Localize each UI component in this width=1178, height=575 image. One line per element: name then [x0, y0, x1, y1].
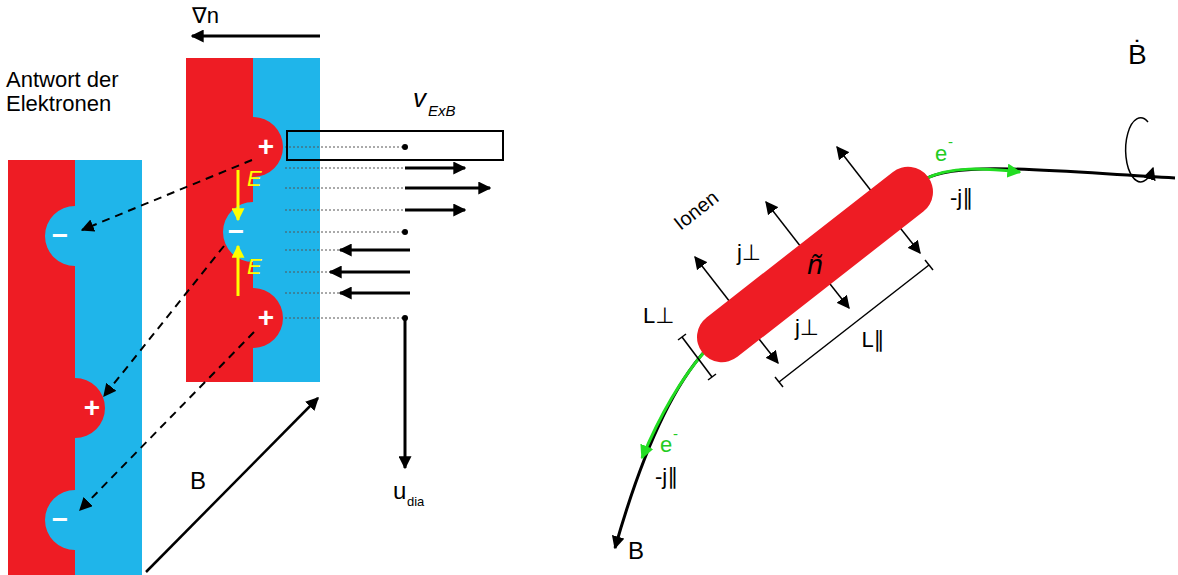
label-text: − [52, 221, 68, 252]
density-blob: ñ [687, 157, 943, 372]
diamagnetic-arrow [404, 318, 407, 468]
label-text: dia [407, 495, 424, 509]
label-text: E [247, 255, 262, 279]
label-text: -j∥ [655, 465, 678, 489]
red-region [186, 58, 283, 382]
field-arrow [237, 170, 240, 220]
gradient-arrow [192, 35, 320, 38]
frame-box [287, 131, 503, 160]
label-text: ExB [428, 103, 456, 120]
label-text: B [628, 538, 644, 564]
label-text: j⊥ [795, 316, 819, 340]
label-text: e [935, 142, 947, 166]
label-text: − [228, 217, 244, 248]
label-text: ∇n [192, 4, 219, 28]
label-text: E [247, 167, 262, 191]
label-text: v [413, 84, 426, 113]
label-text: L∥ [861, 328, 884, 352]
label-text: L⊥ [643, 304, 674, 328]
label-text: + [258, 303, 274, 334]
field-arrow [146, 398, 318, 572]
label-text: + [258, 132, 274, 163]
label-text: Antwort der Elektronen [6, 68, 186, 116]
label-text: - [673, 426, 678, 443]
field-arrow [237, 246, 240, 296]
drift-arrows [330, 168, 490, 293]
label-text: − [52, 505, 68, 536]
label-text: j⊥ [737, 241, 761, 265]
label-text: + [84, 393, 100, 424]
label-text: - [948, 134, 953, 151]
response-arrows [80, 160, 254, 510]
label-text: -j∥ [950, 186, 973, 210]
red-region [8, 160, 105, 575]
label-text: Ionen [670, 186, 723, 234]
electron-arrow [925, 169, 1020, 179]
label-text: B [190, 468, 206, 494]
label-text: Ḃ [1128, 40, 1147, 71]
node-text: ñ [807, 249, 823, 281]
circulation-arrow [1126, 118, 1153, 182]
blue-region [8, 160, 142, 575]
label-text: u [393, 478, 406, 504]
label-text: e [660, 433, 672, 457]
electron-arrow [642, 351, 705, 458]
